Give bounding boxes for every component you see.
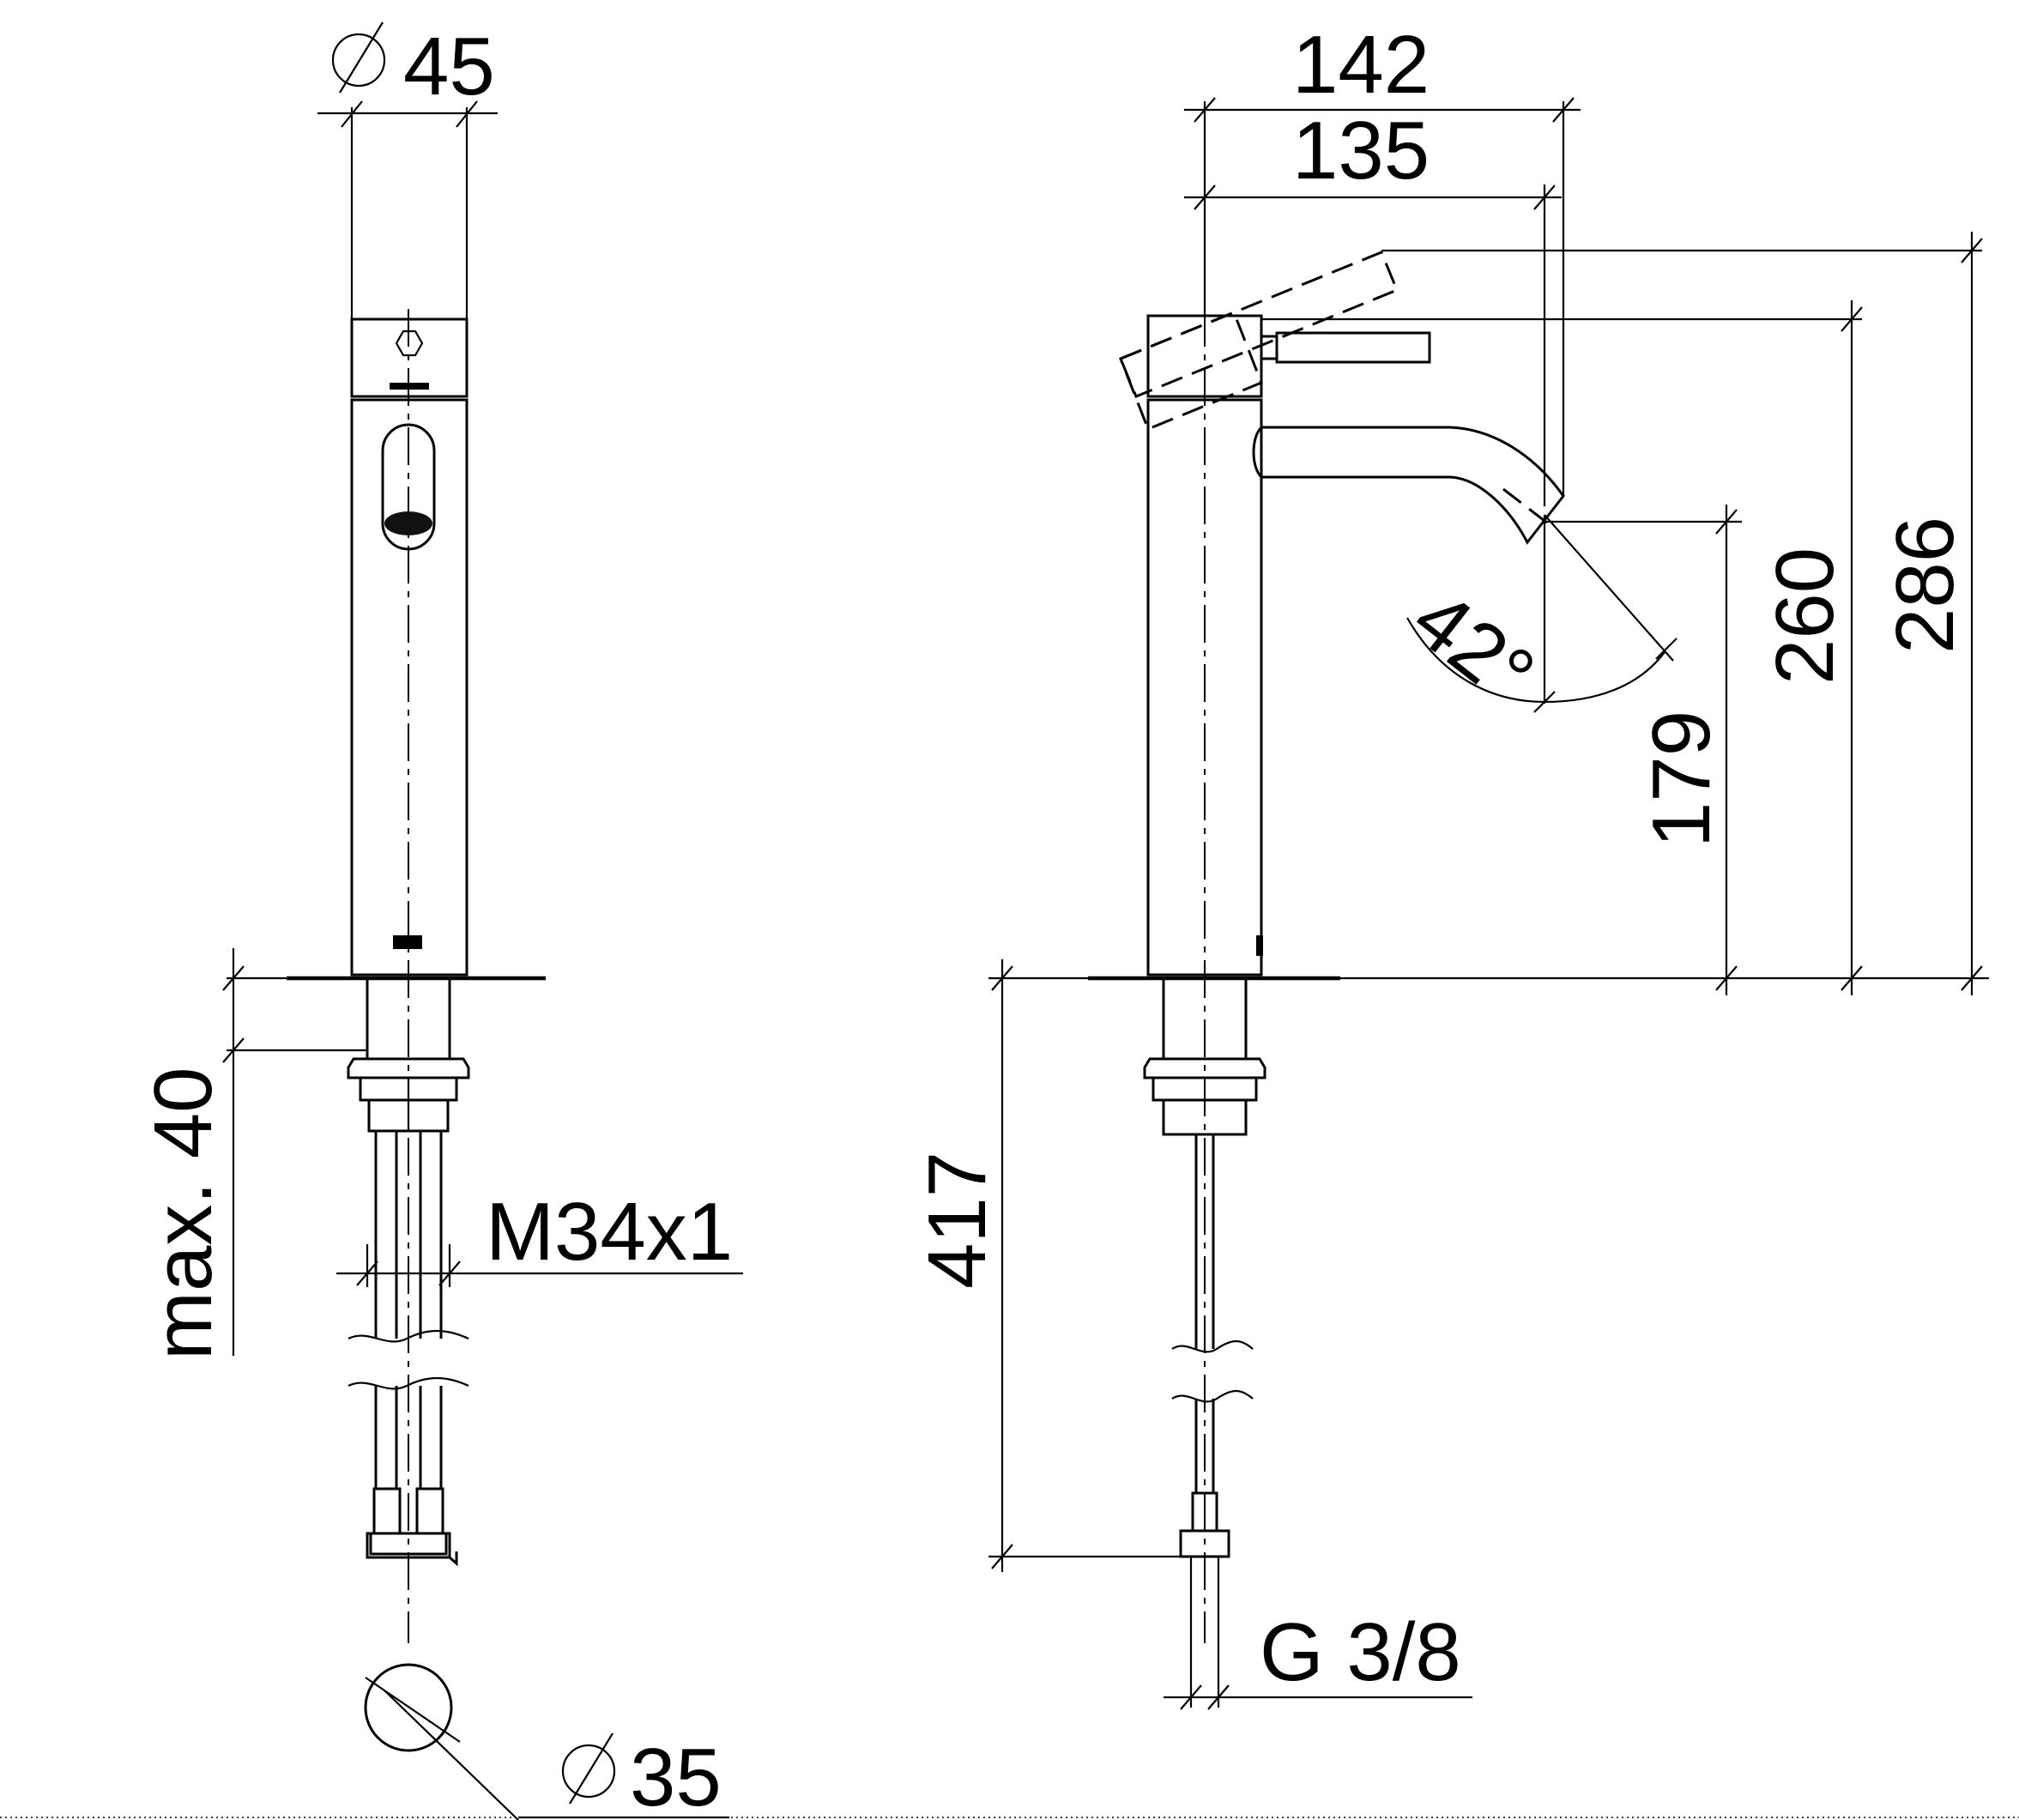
label-width-142: 142: [1292, 19, 1430, 111]
dim-depth-417: 417: [911, 959, 1194, 1572]
label-diameter-35: 35: [630, 1732, 722, 1820]
front-view: 45 35 max. 40 M34x1: [137, 21, 743, 1820]
label-depth-417: 417: [911, 1152, 1003, 1289]
label-height-286: 286: [1879, 517, 1971, 654]
dim-height-179: 179: [1544, 505, 1742, 995]
label-thread-m34x1: M34x1: [486, 1186, 733, 1278]
dim-diameter-35: 35: [365, 1677, 722, 1820]
label-connection-g38: G 3/8: [1260, 1606, 1461, 1698]
side-view: 142 135 286 260: [911, 19, 1989, 1710]
side-spout: [1261, 426, 1565, 545]
side-lever-tilted-dashed: [1119, 251, 1399, 398]
dim-height-286: 286: [1340, 232, 1989, 995]
front-lever-mark: [390, 383, 429, 390]
front-body: [350, 398, 468, 977]
side-body: [1146, 398, 1263, 977]
front-fitting-left: [372, 1487, 402, 1535]
label-height-179: 179: [1635, 710, 1727, 848]
front-aerator: [384, 511, 432, 535]
label-width-135: 135: [1292, 105, 1430, 197]
front-lever-head: [350, 317, 468, 398]
label-height-260: 260: [1759, 547, 1851, 685]
dim-width-135: 135: [1184, 105, 1562, 506]
side-lever-handle: [1275, 331, 1431, 364]
side-break-upper: [1171, 1339, 1254, 1353]
side-nut: [1162, 1098, 1248, 1136]
dim-width-142: 142: [1184, 19, 1581, 496]
diameter-symbol-icon: [561, 1744, 616, 1799]
diameter-symbol-icon: [331, 33, 386, 88]
front-break-lower: [348, 1377, 469, 1390]
label-max-40: max. 40: [137, 1067, 229, 1360]
dim-max-40: max. 40: [137, 948, 367, 1360]
label-angle-42: 42°: [1396, 572, 1551, 722]
front-fittings-base: [369, 1532, 448, 1556]
front-aerator-slot: [381, 423, 436, 551]
label-diameter-45: 45: [403, 21, 495, 112]
dim-diameter-45: 45: [317, 21, 498, 319]
front-break-upper: [348, 1330, 469, 1343]
dim-angle-42: 42°: [1396, 514, 1677, 722]
front-sensor-mark: [393, 935, 422, 949]
dim-thread-m34x1: M34x1: [336, 1186, 743, 1287]
side-break-lower: [1171, 1389, 1254, 1403]
dim-connection-g38: G 3/8: [1164, 1557, 1472, 1710]
front-lever-screw: [395, 330, 424, 357]
dim-height-260: 260: [1261, 300, 1863, 995]
front-hole-circle: [364, 1663, 453, 1752]
front-fitting-right: [415, 1487, 444, 1535]
front-washer: [347, 1057, 470, 1079]
